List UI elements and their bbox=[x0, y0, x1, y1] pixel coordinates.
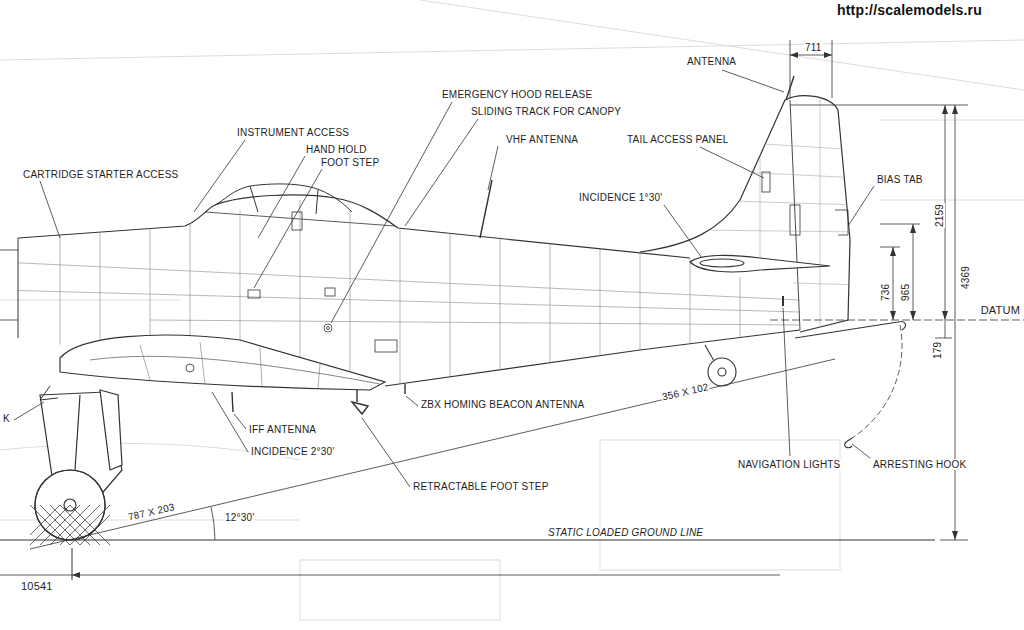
callout-label: TAIL ACCESS PANEL bbox=[626, 134, 730, 145]
gear-fairing bbox=[40, 386, 58, 400]
callout-label: K bbox=[2, 413, 11, 424]
arresting-hook bbox=[783, 296, 905, 448]
callout-label: 356 X 102 bbox=[660, 381, 711, 403]
callout-label: INCIDENCE 1°30' bbox=[578, 192, 663, 203]
panel-lines bbox=[0, 200, 800, 400]
fin-ribs bbox=[700, 90, 860, 340]
tyre-outline bbox=[35, 470, 105, 540]
callout-label: HAND HOLD bbox=[305, 144, 368, 155]
callout-label: INCIDENCE 2°30' bbox=[250, 446, 335, 457]
callout-label: 711 bbox=[804, 42, 823, 53]
canopy bbox=[215, 184, 352, 214]
callout-label: FOOT STEP bbox=[320, 157, 380, 168]
callout-label: INSTRUMENT ACCESS bbox=[236, 127, 350, 138]
leader-lines bbox=[14, 70, 874, 487]
callout-label: IFF ANTENNA bbox=[248, 424, 317, 435]
dimension-arrowheads bbox=[72, 52, 958, 578]
callout-label: 736 bbox=[880, 283, 891, 302]
callout-label: STATIC LOADED GROUND LINE bbox=[547, 527, 704, 538]
callout-label: 965 bbox=[900, 283, 911, 302]
watermark: http://scalemodels.ru bbox=[836, 3, 983, 18]
callout-label: 4369 bbox=[960, 265, 971, 290]
callout-label: DATUM bbox=[980, 304, 1021, 316]
wing bbox=[60, 335, 385, 390]
tail-wheel bbox=[705, 345, 736, 386]
callout-label: ARRESTING HOOK bbox=[872, 459, 967, 470]
callout-label: VHF ANTENNA bbox=[505, 134, 579, 145]
dimension-lines bbox=[0, 40, 1024, 575]
tailplane bbox=[690, 255, 830, 272]
callout-label: 10541 bbox=[20, 580, 54, 592]
callout-label: EMERGENCY HOOD RELEASE bbox=[441, 89, 593, 100]
callout-label: 12°30' bbox=[224, 512, 255, 523]
callout-label: 787 X 203 bbox=[126, 501, 177, 523]
callout-label: BIAS TAB bbox=[876, 174, 924, 185]
callout-label: RETRACTABLE FOOT STEP bbox=[412, 481, 550, 492]
callout-label: ANTENNA bbox=[686, 56, 737, 67]
callout-label: 2159 bbox=[934, 203, 945, 228]
ground-lines bbox=[0, 359, 935, 580]
callout-label: 179 bbox=[932, 341, 943, 360]
callout-label: SLIDING TRACK FOR CANOPY bbox=[470, 106, 622, 117]
callout-label: NAVIGATION LIGHTS bbox=[737, 459, 842, 470]
fin-rudder bbox=[640, 96, 850, 332]
callout-label: CARTRIDGE STARTER ACCESS bbox=[22, 169, 179, 180]
callout-label: ZBX HOMING BEACON ANTENNA bbox=[420, 399, 585, 410]
